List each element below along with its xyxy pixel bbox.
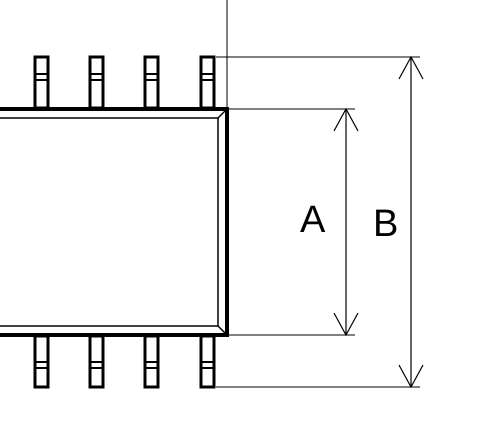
dimension-b-arrow-top — [398, 55, 424, 80]
extension-lines — [216, 56, 420, 388]
dimension-a-line — [333, 107, 359, 337]
package-body — [0, 107, 229, 337]
dimension-a-arrow-bottom — [333, 312, 359, 337]
top-pin-4 — [199, 55, 216, 110]
dimension-a-arrow-top — [333, 107, 359, 132]
package-body-outline — [0, 107, 229, 337]
bottom-pin-4 — [199, 334, 216, 389]
bottom-pin-3 — [143, 334, 160, 389]
dimension-a-label: A — [300, 199, 326, 241]
bottom-pins — [33, 334, 216, 389]
top-pin-2 — [88, 55, 105, 110]
dimension-b-line — [398, 55, 424, 389]
dimension-b-label: B — [373, 203, 398, 245]
top-pin-1 — [33, 55, 50, 110]
bottom-pin-1 — [33, 334, 50, 389]
bottom-pin-2 — [88, 334, 105, 389]
package-body-bevel — [0, 117, 219, 327]
top-pin-3 — [143, 55, 160, 110]
top-pins — [33, 55, 216, 110]
dimension-b-arrow-bottom — [398, 364, 424, 389]
